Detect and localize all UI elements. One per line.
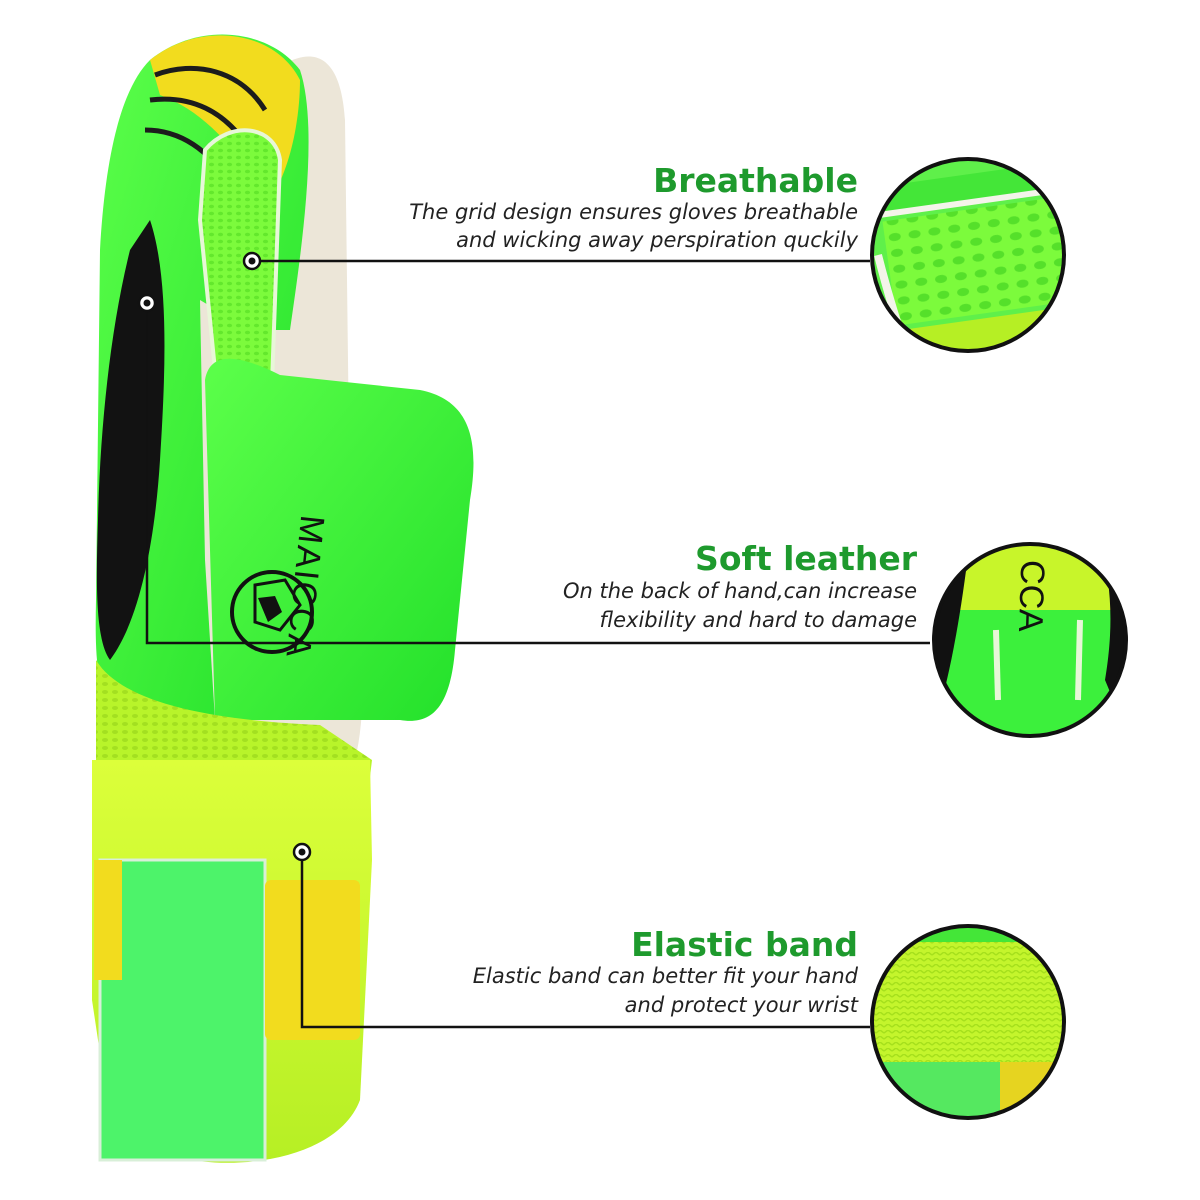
feature-title-breathable: Breathable <box>653 161 858 200</box>
feature-desc-breathable-line1: The grid design ensures gloves breathabl… <box>409 200 858 224</box>
feature-title-elastic-band: Elastic band <box>631 925 858 964</box>
glove-thumb <box>205 358 474 721</box>
feature-desc-soft-leather-line2: flexibility and hard to damage <box>599 608 917 632</box>
feature-desc-breathable-line2: and wicking away perspiration quckily <box>456 228 858 252</box>
inset-brand-text: CCA <box>1010 559 1052 633</box>
inset-soft-leather <box>932 542 1128 738</box>
feature-desc-elastic-band-line2: and protect your wrist <box>624 993 858 1017</box>
inset-elastic-band <box>870 924 1066 1120</box>
feature-desc-elastic-band-line1: Elastic band can better fit your hand <box>472 964 858 988</box>
feature-title-soft-leather: Soft leather <box>695 539 917 578</box>
inset-breathable-mesh <box>870 157 1066 353</box>
ball-logo <box>230 570 314 654</box>
feature-desc-soft-leather-line1: On the back of hand,can increase <box>562 579 917 603</box>
